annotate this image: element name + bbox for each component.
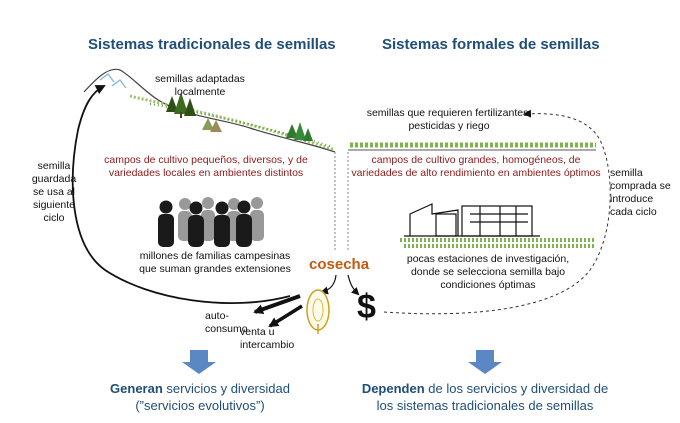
- dollar-icon: $: [357, 288, 376, 326]
- stations-line3: condiciones óptimas: [440, 279, 536, 291]
- people-silhouettes-icon: [158, 197, 264, 247]
- self-consumption-label: auto- consumo: [205, 310, 255, 336]
- bought-seed-line4: cada ciclo: [610, 206, 657, 218]
- formal-fields-line1: campos de cultivo grandes, homogéneos, d…: [371, 154, 581, 166]
- bought-seed-line1: semilla: [610, 167, 643, 179]
- right-conclusion-line1: Dependen de los servicios y diversidad d…: [360, 380, 610, 397]
- bought-seed-label: semilla comprada se introduce cada ciclo: [610, 167, 680, 219]
- stations-line1: pocas estaciones de investigación,: [406, 253, 570, 265]
- families-line2: que suman grandes extensiones: [139, 263, 291, 275]
- inputs-line2: pesticidas y riego: [408, 120, 490, 132]
- harvest-label: cosecha: [309, 256, 370, 273]
- research-stations-label: pocas estaciones de investigación, donde…: [398, 253, 578, 292]
- corn-seed-icon: [306, 289, 330, 334]
- left-conclusion: Generan servicios y diversidad (”servici…: [88, 380, 312, 414]
- adapted-seeds-label: semillas adaptadas localmente: [140, 73, 260, 99]
- right-conclusion-bold: Dependen: [361, 381, 425, 396]
- traditional-fields-label: campos de cultivo pequeños, diversos, y …: [86, 154, 326, 180]
- trees-icon: [166, 92, 313, 141]
- left-conclusion-bold: Generan: [110, 381, 163, 396]
- right-conclusion-rest: de los servicios y diversidad de: [424, 381, 609, 396]
- sale-arrow: [268, 304, 303, 328]
- inputs-line1: semillas que requieren fertilizantes,: [366, 107, 532, 119]
- left-conclusion-line2: (”servicios evolutivos”): [135, 398, 265, 413]
- right-title: Sistemas formales de semillas: [382, 36, 600, 53]
- station-field: [400, 238, 596, 248]
- families-line1: millones de familias campesinas: [139, 250, 291, 262]
- inputs-label: semillas que requieren fertilizantes, pe…: [344, 107, 554, 133]
- left-conclusion-line1: Generan servicios y diversidad: [88, 380, 312, 397]
- left-title: Sistemas tradicionales de semillas: [88, 36, 336, 53]
- right-conclusion: Dependen de los servicios y diversidad d…: [360, 380, 610, 414]
- sale-line1: venta u: [240, 326, 275, 338]
- saved-seed-line2: guardada: [31, 173, 77, 185]
- families-label: millones de familias campesinas que suma…: [130, 250, 300, 276]
- adapted-seeds-line2: localmente: [174, 86, 226, 98]
- formal-fields-label: campos de cultivo grandes, homogéneos, d…: [348, 154, 604, 180]
- self-consumption-line2: consumo: [205, 323, 248, 335]
- formal-fields-line2: variedades de alto rendimiento en ambien…: [351, 167, 601, 179]
- saved-seed-line4: siguiente: [32, 199, 76, 211]
- adapted-seeds-line1: semillas adaptadas: [155, 73, 245, 85]
- saved-seed-arrow: [71, 85, 291, 304]
- uniform-field: [348, 142, 596, 151]
- left-down-arrow: [182, 350, 216, 374]
- saved-seed-label: semilla guardada se usa al siguiente cic…: [24, 160, 84, 225]
- traditional-fields-line2: variedades locales en ambientes distinto…: [108, 167, 304, 179]
- bought-seed-arrow: [383, 109, 611, 315]
- sale-line2: intercambio: [240, 339, 295, 351]
- saved-seed-line3: se usa al: [32, 186, 76, 198]
- self-consumption-line1: auto-: [205, 310, 229, 322]
- stations-line2: donde se selecciona semilla bajo: [410, 266, 566, 278]
- left-conclusion-rest: servicios y diversidad: [162, 381, 290, 396]
- bought-seed-line3: introduce: [610, 193, 654, 205]
- saved-seed-line5: ciclo: [43, 212, 65, 224]
- harvest-right-arrow: [347, 274, 360, 296]
- harvest-left-arrow: [320, 274, 337, 295]
- saved-seed-line1: semilla: [37, 160, 71, 172]
- research-station-icon: [404, 203, 540, 237]
- traditional-fields-line1: campos de cultivo pequeños, diversos, y …: [104, 154, 308, 166]
- bought-seed-line2: comprada se: [610, 180, 671, 192]
- sale-exchange-label: venta u intercambio: [240, 326, 310, 352]
- right-conclusion-line2: los sistemas tradicionales de semillas: [376, 398, 594, 413]
- right-down-arrow: [468, 350, 502, 374]
- self-consumption-arrow: [253, 294, 301, 315]
